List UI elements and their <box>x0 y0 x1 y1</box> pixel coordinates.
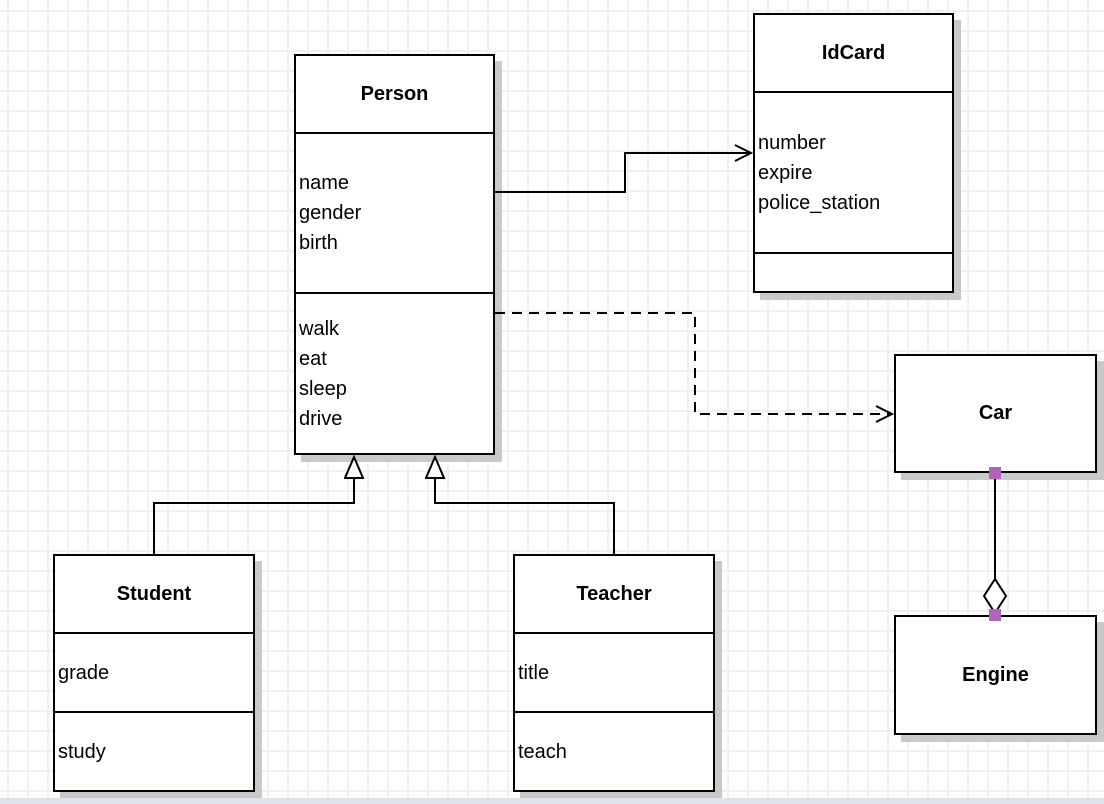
method: drive <box>299 407 343 430</box>
class-box-student[interactable]: Student grade study <box>53 554 255 792</box>
class-title: Engine <box>962 663 1029 686</box>
attribute: name <box>299 172 350 194</box>
attributes-section: number expire police_station <box>755 93 952 254</box>
attribute: expire <box>758 161 813 184</box>
attribute: number <box>758 131 826 154</box>
generalization-teacher-person[interactable] <box>435 457 615 554</box>
attribute: gender <box>299 202 362 224</box>
canvas-bottom-edge <box>0 798 1104 804</box>
association-person-idcard[interactable] <box>495 144 754 193</box>
class-title: Person <box>296 56 493 134</box>
class-box-car[interactable]: Car <box>894 354 1097 473</box>
methods-section: study <box>55 713 253 790</box>
class-box-idcard[interactable]: IdCard number expire police_station <box>753 13 954 293</box>
attributes-section: name gender birth <box>296 134 493 294</box>
generalization-student-person[interactable] <box>153 457 354 554</box>
method: walk <box>299 317 340 340</box>
method: eat <box>299 347 327 370</box>
class-title: Car <box>978 402 1013 424</box>
method: study <box>58 740 106 763</box>
methods-section: walk eat sleep drive <box>296 294 493 453</box>
class-title: IdCard <box>755 15 952 93</box>
attributes-section: grade <box>55 634 253 713</box>
class-box-teacher[interactable]: Teacher title teach <box>513 554 715 792</box>
attributes-section: title <box>515 634 713 713</box>
attribute: police_station <box>758 191 881 214</box>
class-box-engine[interactable]: Engine <box>894 615 1097 735</box>
class-box-person[interactable]: Person name gender birth walk eat sleep … <box>294 54 495 455</box>
method: teach <box>518 740 567 763</box>
attribute: title <box>518 661 550 684</box>
methods-section <box>755 254 952 291</box>
attribute: grade <box>58 661 110 684</box>
dependency-person-car[interactable] <box>495 312 895 423</box>
methods-section: teach <box>515 713 713 790</box>
class-title: Student <box>55 556 253 634</box>
method: sleep <box>299 377 347 400</box>
attribute: birth <box>299 232 338 254</box>
class-title: Teacher <box>515 556 713 634</box>
